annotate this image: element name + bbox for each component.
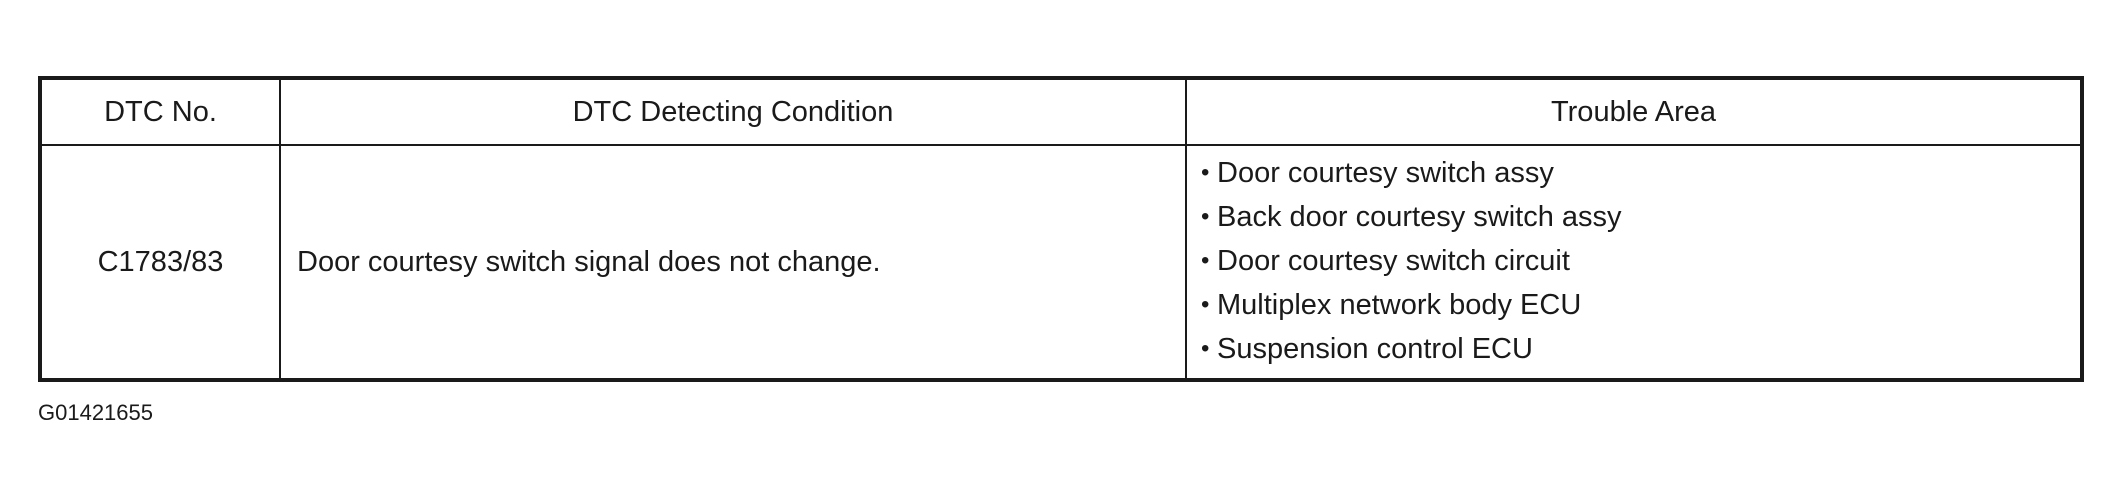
list-item: • Door courtesy switch assy <box>1201 152 2080 196</box>
bullet-icon: • <box>1201 159 1210 186</box>
list-item: • Door courtesy switch circuit <box>1201 240 2080 284</box>
table-header-row: DTC No. DTC Detecting Condition Trouble … <box>39 77 2083 146</box>
header-trouble-area: Trouble Area <box>1185 77 2083 146</box>
list-item: • Back door courtesy switch assy <box>1201 196 2080 240</box>
trouble-area-item: Multiplex network body ECU <box>1217 289 1582 321</box>
table-row: C1783/83 Door courtesy switch signal doe… <box>39 144 2083 381</box>
bullet-icon: • <box>1201 335 1210 362</box>
header-dtc-no: DTC No. <box>39 77 281 146</box>
trouble-area-item: Door courtesy switch circuit <box>1217 245 1570 277</box>
trouble-area-item: Suspension control ECU <box>1217 333 1533 365</box>
trouble-area-cell: • Door courtesy switch assy • Back door co… <box>1185 144 2083 381</box>
trouble-area-item: Door courtesy switch assy <box>1217 157 1554 189</box>
figure-id: G01421655 <box>38 400 153 425</box>
trouble-area-list: • Door courtesy switch assy • Back door co… <box>1201 146 2080 378</box>
detecting-condition-cell: Door courtesy switch signal does not cha… <box>279 144 1187 381</box>
list-item: • Multiplex network body ECU <box>1201 284 2080 328</box>
trouble-area-item: Back door courtesy switch assy <box>1217 201 1622 233</box>
bullet-icon: • <box>1201 247 1210 274</box>
dtc-code-cell: C1783/83 <box>39 144 281 381</box>
bullet-icon: • <box>1201 203 1210 230</box>
dtc-table: DTC No. DTC Detecting Condition Trouble … <box>38 76 2084 382</box>
header-detecting-condition: DTC Detecting Condition <box>279 77 1187 146</box>
bullet-icon: • <box>1201 291 1210 318</box>
list-item: • Suspension control ECU <box>1201 328 2080 372</box>
